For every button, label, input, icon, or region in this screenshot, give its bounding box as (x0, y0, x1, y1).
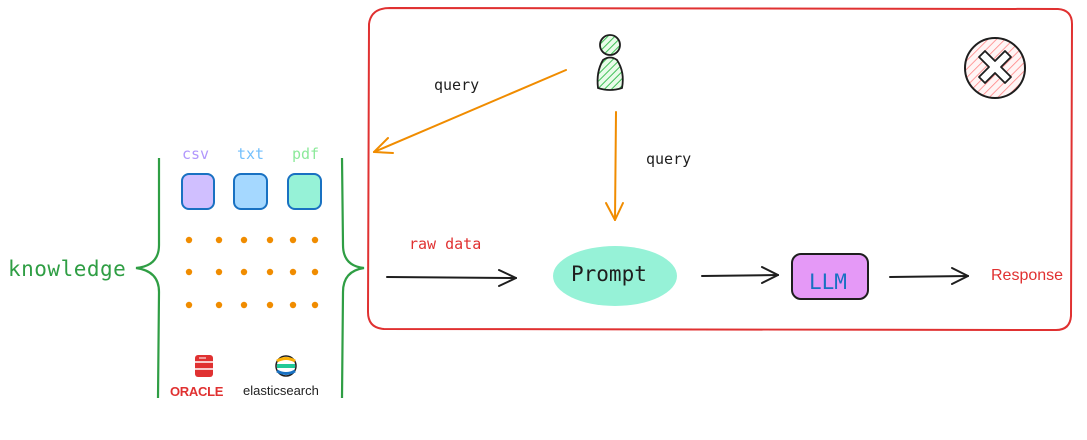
knowledge-label: knowledge (8, 257, 127, 281)
query-arrow-to-knowledge (373, 69, 567, 154)
raw-data-arrow (386, 269, 517, 287)
llm-to-response-arrow (889, 267, 969, 285)
oracle-label: ORACLE (170, 384, 224, 399)
query-label-to-knowledge: query (434, 76, 480, 94)
txt-label: txt (237, 145, 265, 163)
query-arrow-to-prompt (605, 111, 624, 221)
llm-node (791, 253, 869, 300)
query-label-to-prompt: query (646, 150, 692, 168)
data-dot-grid (185, 236, 319, 309)
prompt-label: Prompt (571, 262, 647, 286)
csv-box (181, 173, 215, 210)
user-icon (596, 34, 624, 91)
txt-box (233, 173, 268, 210)
rejected-region-frame (366, 6, 1074, 332)
prompt-to-llm-arrow (701, 266, 779, 284)
knowledge-left-brace (135, 158, 161, 399)
response-label: Response (991, 267, 1064, 284)
raw-data-label: raw data (409, 235, 482, 253)
pdf-box (287, 173, 322, 210)
pdf-label: pdf (292, 145, 320, 163)
llm-label: LLM (809, 270, 847, 294)
reject-x-icon (964, 37, 1026, 99)
elasticsearch-label: elasticsearch (243, 383, 319, 398)
csv-label: csv (182, 145, 210, 163)
oracle-database-icon (195, 355, 213, 377)
prompt-node (553, 246, 677, 306)
elasticsearch-icon (275, 355, 297, 377)
knowledge-right-brace (340, 157, 365, 399)
